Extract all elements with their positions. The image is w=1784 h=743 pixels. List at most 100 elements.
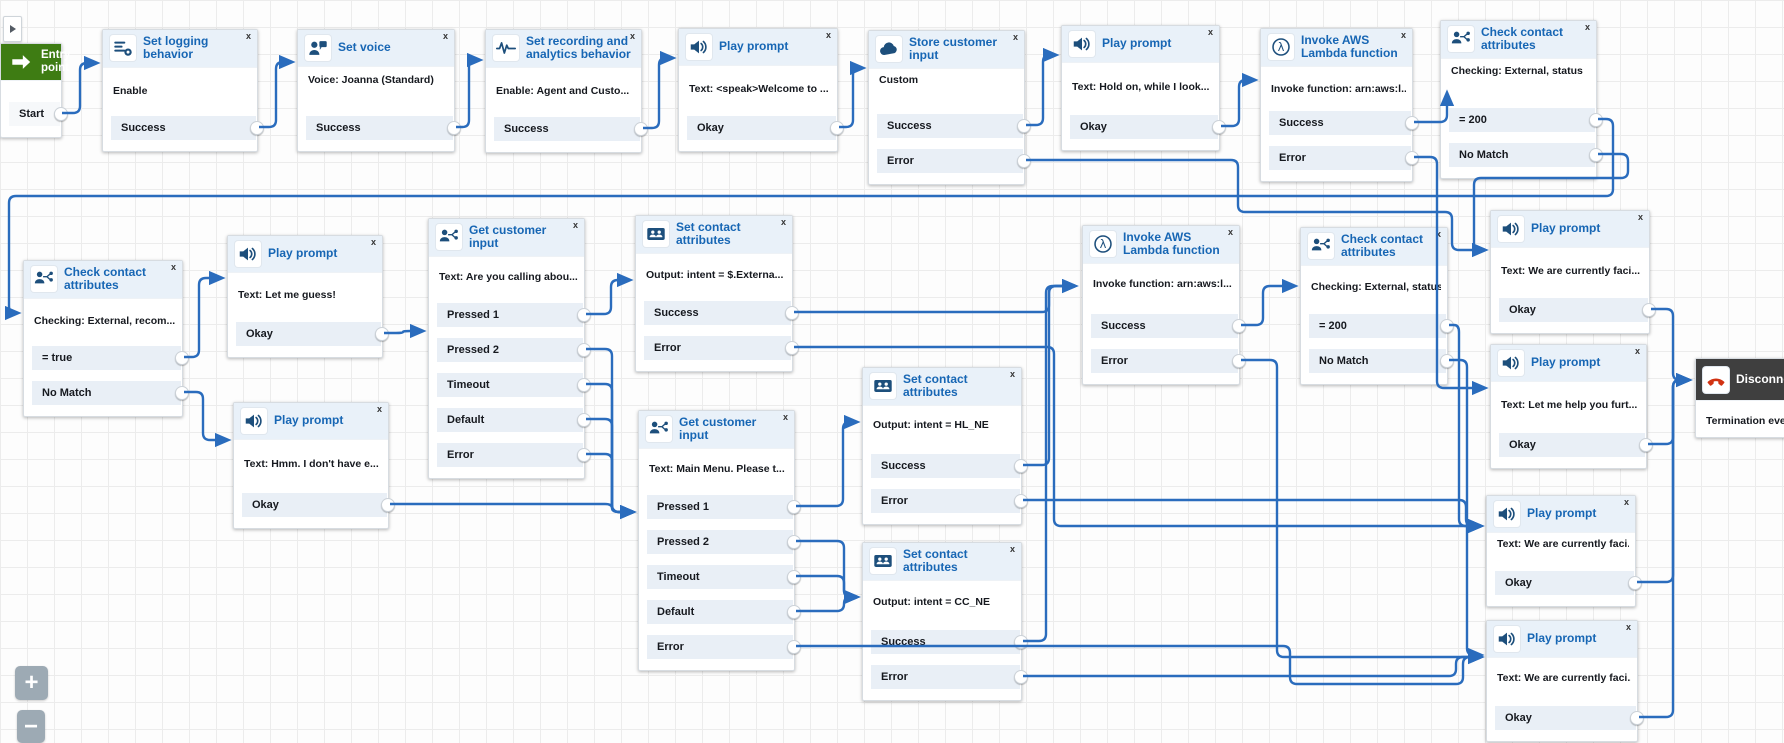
close-icon[interactable]: x (1207, 27, 1213, 37)
output-port[interactable] (1014, 670, 1028, 684)
output-label: Error (657, 641, 684, 653)
close-icon[interactable]: x (782, 412, 788, 422)
output-port[interactable] (1639, 438, 1653, 452)
close-icon[interactable]: x (442, 31, 448, 41)
output-row-error: Error (877, 149, 1031, 173)
output-port[interactable] (1232, 319, 1246, 333)
output-port[interactable] (1628, 576, 1642, 590)
close-icon[interactable]: x (1634, 346, 1640, 356)
block-description: Text: Hold on, while I look... (1072, 81, 1210, 93)
output-port[interactable] (577, 378, 591, 392)
close-icon[interactable]: x (1227, 227, 1233, 237)
output-port[interactable] (787, 500, 801, 514)
output-port[interactable] (1212, 120, 1226, 134)
output-port[interactable] (1405, 151, 1419, 165)
zoom-out-button[interactable]: − (17, 710, 45, 743)
expand-panel-tab[interactable] (3, 16, 22, 42)
close-icon[interactable]: x (1012, 32, 1018, 42)
output-port[interactable] (787, 640, 801, 654)
connector-set-contact-attributes-3-to-play-prompt-8 (1023, 649, 1485, 678)
output-port[interactable] (175, 386, 189, 400)
output-port[interactable] (375, 327, 389, 341)
output-port[interactable] (1014, 459, 1028, 473)
output-port[interactable] (175, 351, 189, 365)
output-port[interactable] (577, 308, 591, 322)
close-icon[interactable]: x (1623, 497, 1629, 507)
output-port[interactable] (1642, 303, 1656, 317)
close-icon[interactable]: x (1637, 212, 1643, 222)
output-port[interactable] (250, 121, 264, 135)
close-icon[interactable]: x (1009, 544, 1015, 554)
output-port[interactable] (1017, 119, 1031, 133)
zoom-in-button[interactable]: + (15, 666, 48, 700)
close-icon[interactable]: x (780, 217, 786, 227)
output-port[interactable] (1440, 354, 1454, 368)
close-icon[interactable]: x (376, 404, 382, 414)
output-port[interactable] (1589, 113, 1603, 127)
output-port[interactable] (1232, 354, 1246, 368)
output-port[interactable] (785, 341, 799, 355)
output-port[interactable] (787, 605, 801, 619)
close-icon[interactable]: x (245, 31, 251, 41)
output-port[interactable] (1630, 711, 1644, 725)
output-port[interactable] (787, 535, 801, 549)
close-icon[interactable]: x (1625, 622, 1631, 632)
close-icon[interactable]: x (825, 30, 831, 40)
output-port[interactable] (1440, 319, 1454, 333)
output-port[interactable] (1405, 116, 1419, 130)
close-icon[interactable]: x (572, 220, 578, 230)
output-port[interactable] (634, 122, 648, 136)
output-port[interactable] (381, 498, 395, 512)
close-icon[interactable]: x (370, 237, 376, 247)
output-port[interactable] (787, 570, 801, 584)
output-row-okay: Okay (236, 322, 389, 346)
output-port[interactable] (577, 343, 591, 357)
close-icon[interactable]: x (1400, 30, 1406, 40)
close-icon[interactable]: x (1009, 369, 1015, 379)
block-title: Set logging behavior (143, 34, 209, 62)
close-icon[interactable]: x (1435, 229, 1441, 239)
output-port[interactable] (54, 107, 68, 121)
output-label: Error (654, 342, 681, 354)
close-icon[interactable]: x (170, 262, 176, 272)
block-disconnect[interactable]: DisconnectTermination eve... (1695, 358, 1784, 438)
output-port[interactable] (1017, 154, 1031, 168)
output-port[interactable] (785, 306, 799, 320)
output-port[interactable] (1014, 494, 1028, 508)
output-port[interactable] (830, 121, 844, 135)
output-port[interactable] (577, 448, 591, 462)
output-label: Pressed 1 (447, 309, 499, 321)
output-port[interactable] (1589, 148, 1603, 162)
close-icon[interactable]: x (1584, 22, 1590, 32)
output-port[interactable] (447, 121, 461, 135)
output-port[interactable] (1014, 635, 1028, 649)
close-icon[interactable]: x (629, 31, 635, 41)
output-port[interactable] (577, 413, 591, 427)
